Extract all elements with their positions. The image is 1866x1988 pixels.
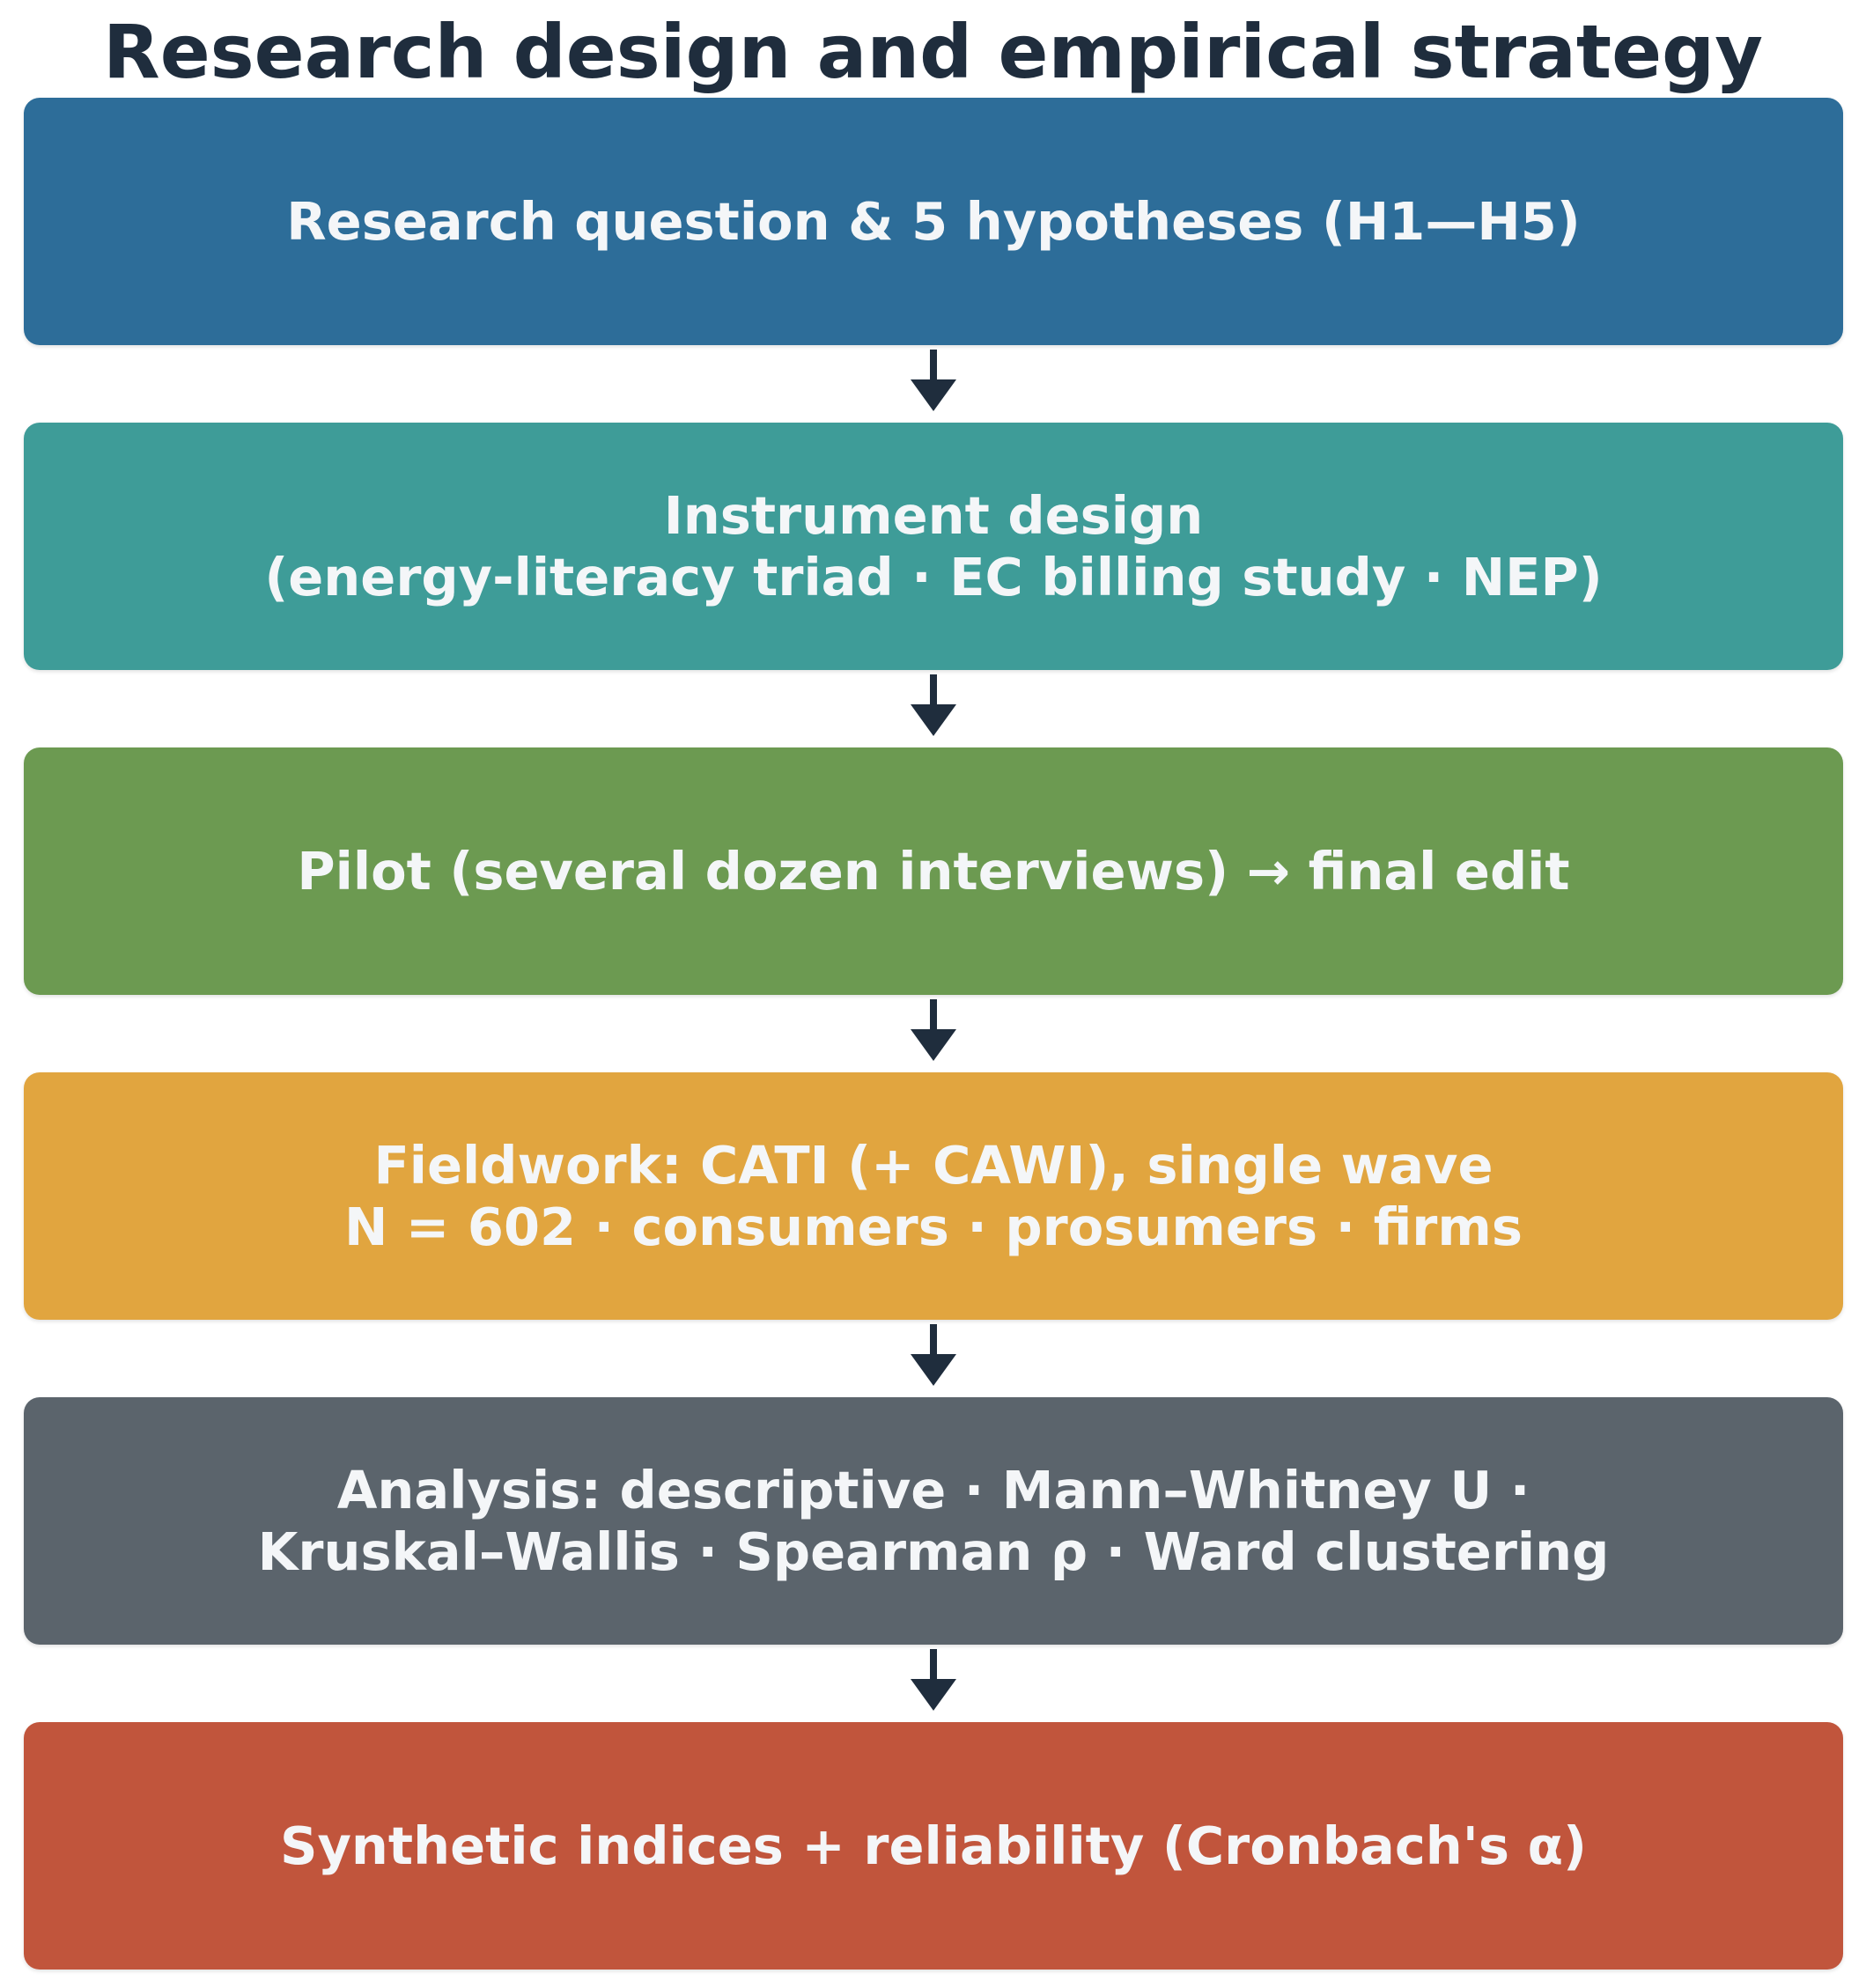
arrow-down-icon (911, 350, 956, 411)
step-fieldwork: Fieldwork: CATI (+ CAWI), single wave N … (24, 1072, 1843, 1320)
step-synthetic-indices: Synthetic indices + reliability (Cronbac… (24, 1722, 1843, 1970)
step-line: (energy-literacy triad · EC billing stud… (264, 546, 1603, 607)
diagram-title: Research design and empirical strategy (103, 9, 1763, 95)
step-pilot: Pilot (several dozen interviews) → final… (24, 747, 1843, 995)
step-line: Research question & 5 hypotheses (H1—H5) (286, 190, 1581, 252)
step-line: Instrument design (663, 484, 1204, 546)
step-line: Kruskal–Wallis · Spearman ρ · Ward clust… (257, 1520, 1610, 1582)
arrow-down-icon (911, 1649, 956, 1711)
arrow-down-icon (911, 674, 956, 736)
arrow-down-icon (911, 1324, 956, 1386)
step-instrument-design: Instrument design (energy-literacy triad… (24, 423, 1843, 670)
step-line: Fieldwork: CATI (+ CAWI), single wave (373, 1134, 1494, 1196)
step-analysis: Analysis: descriptive · Mann–Whitney U ·… (24, 1397, 1843, 1645)
step-line: Analysis: descriptive · Mann–Whitney U · (336, 1459, 1530, 1520)
step-line: N = 602 · consumers · prosumers · firms (344, 1196, 1523, 1257)
step-line: Pilot (several dozen interviews) → final… (297, 840, 1570, 902)
arrow-down-icon (911, 999, 956, 1061)
step-line: Synthetic indices + reliability (Cronbac… (279, 1815, 1588, 1876)
step-research-question: Research question & 5 hypotheses (H1—H5) (24, 98, 1843, 345)
